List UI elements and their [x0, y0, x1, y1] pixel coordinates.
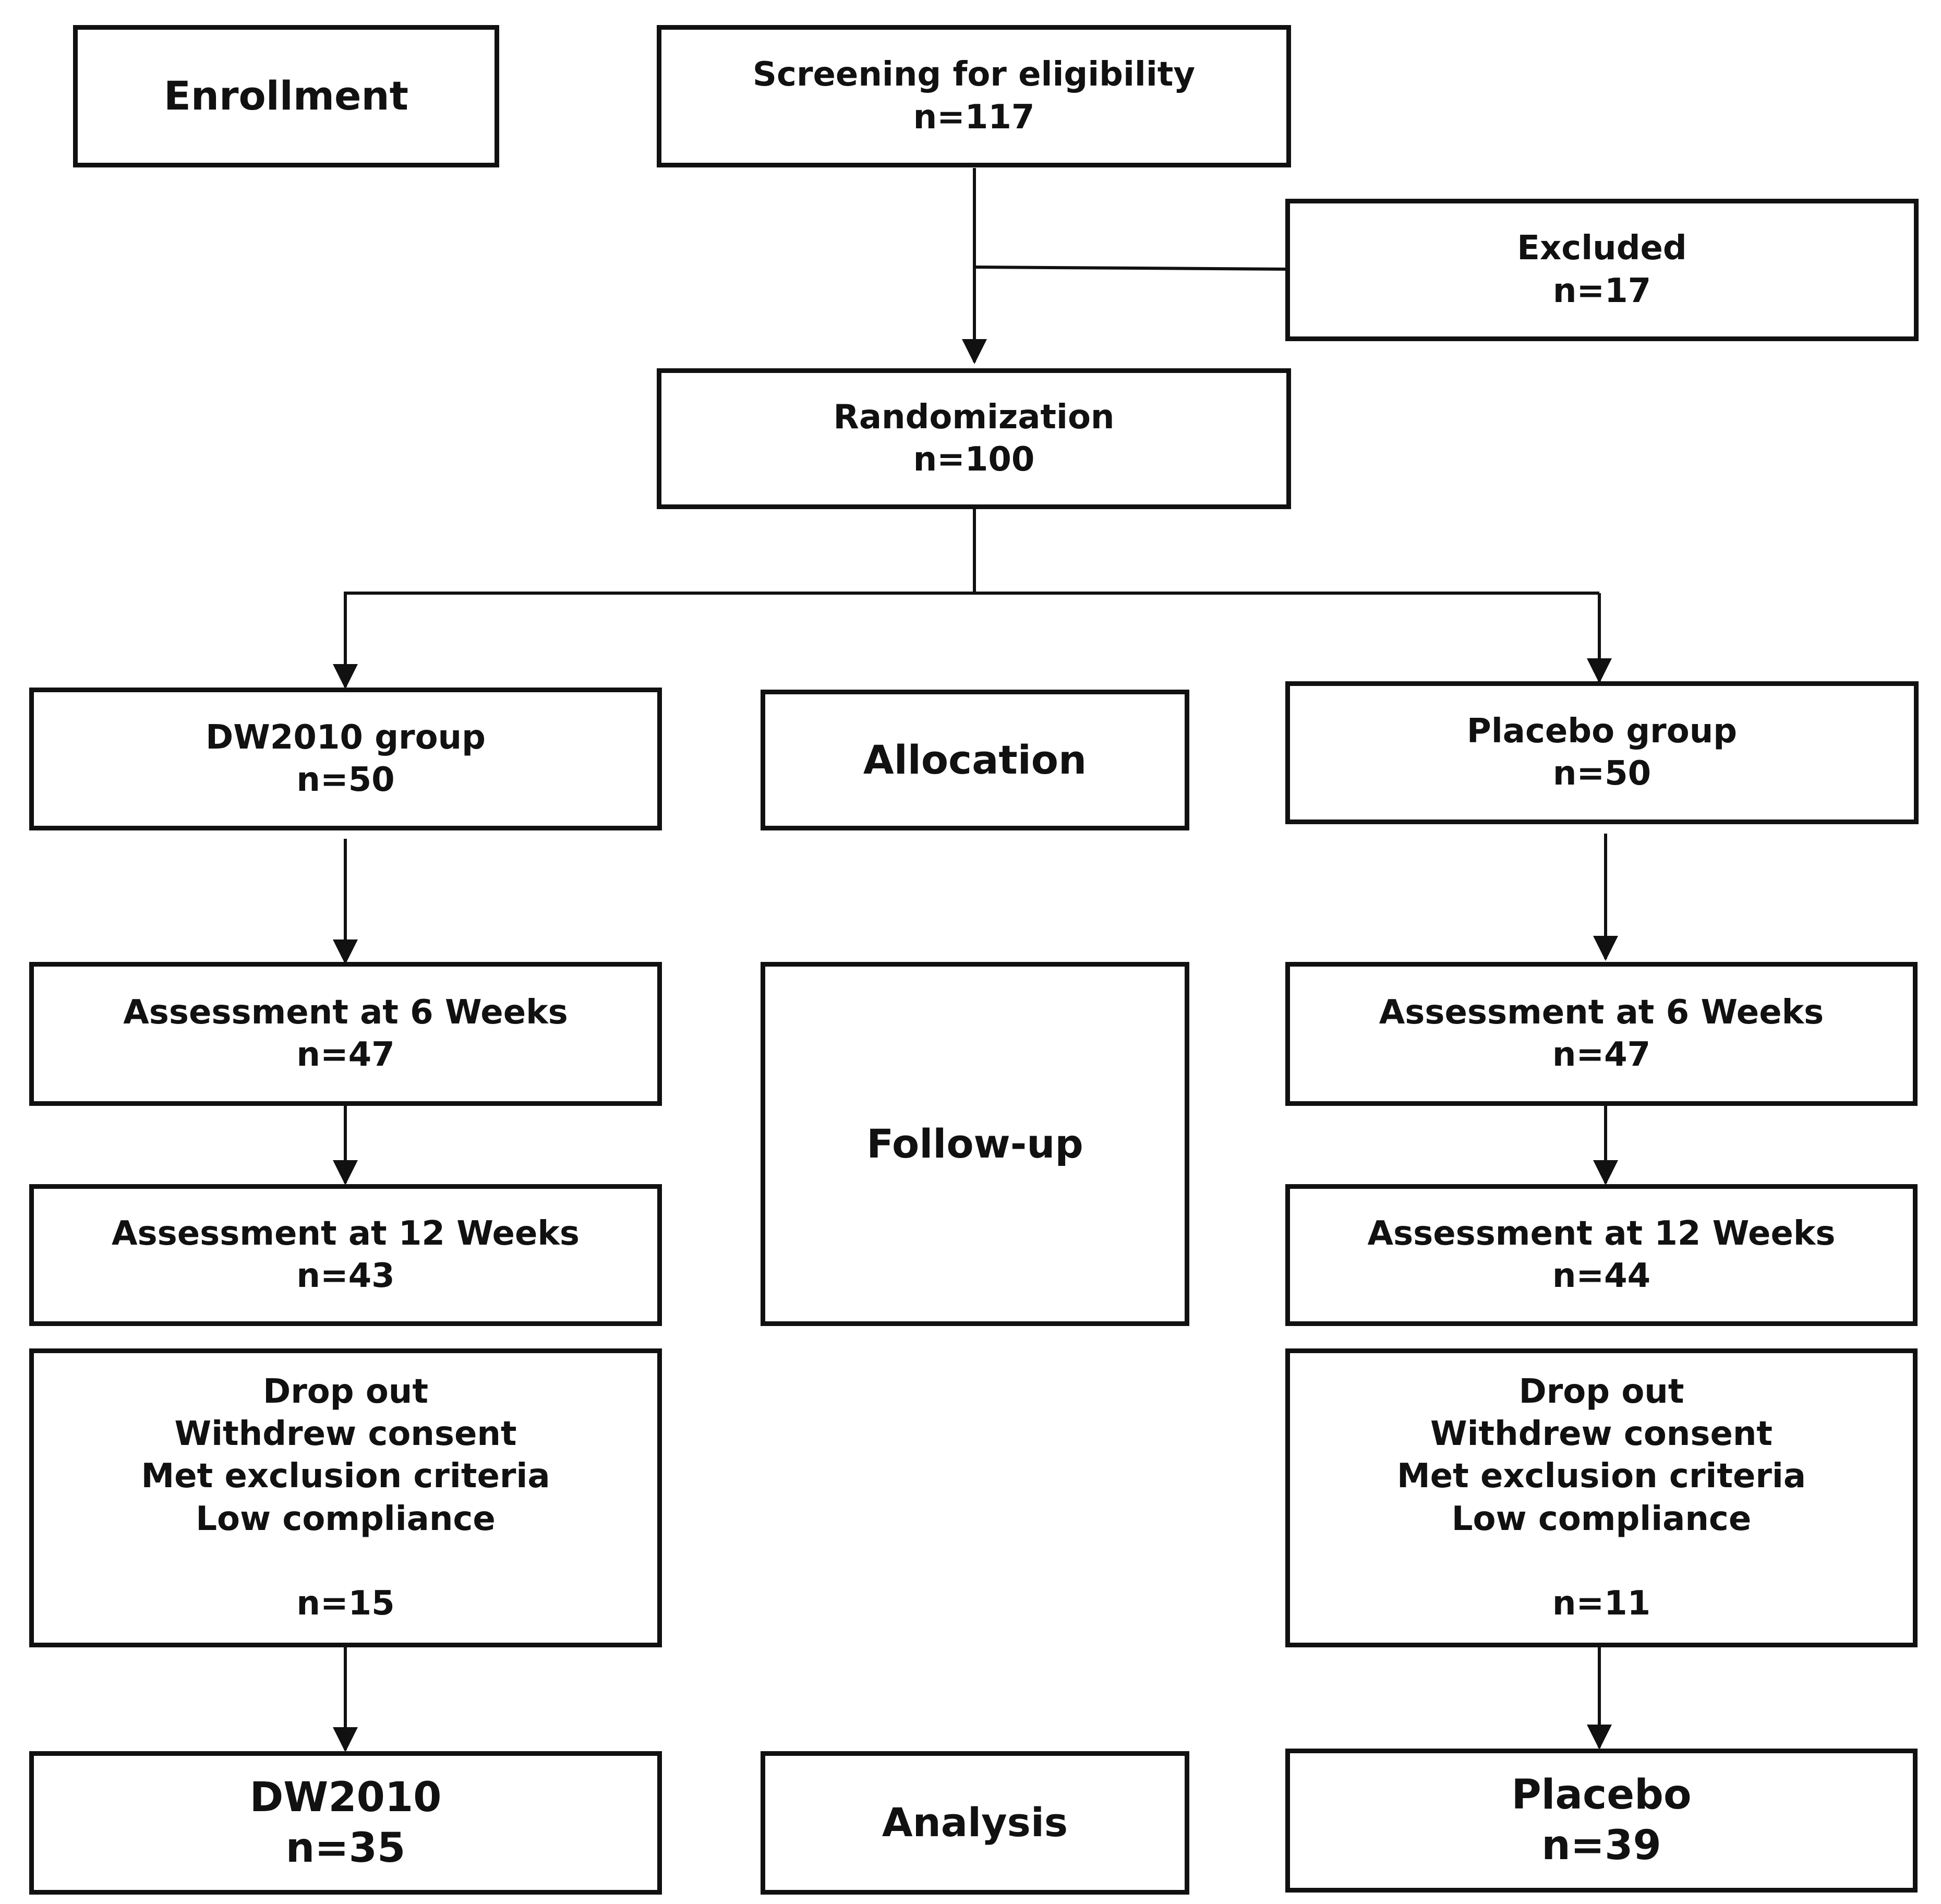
randomization-count: n=100 — [913, 440, 1035, 479]
dw2010-week12-count: n=43 — [296, 1257, 395, 1295]
screening-box: Screening for eligibility n=117 — [657, 25, 1291, 167]
dw2010-week12-title: Assessment at 12 Weeks — [111, 1214, 580, 1253]
stage-enrollment-label: Enrollment — [164, 73, 408, 119]
dw2010-week6-title: Assessment at 6 Weeks — [123, 993, 568, 1032]
screening-title: Screening for eligibility — [752, 55, 1196, 94]
placebo-group-box: Placebo group n=50 — [1285, 681, 1919, 824]
placebo-dropout-title: Drop out — [1518, 1372, 1684, 1411]
stage-allocation-label: Allocation — [863, 736, 1087, 783]
stage-follow-up-label: Follow-up — [866, 1120, 1083, 1167]
dw2010-group-title: DW2010 group — [206, 718, 486, 757]
excluded-box: Excluded n=17 — [1285, 199, 1919, 341]
randomization-title: Randomization — [833, 397, 1115, 437]
placebo-week6-count: n=47 — [1552, 1035, 1651, 1074]
dw2010-dropout-reason: Met exclusion criteria — [141, 1457, 550, 1496]
dw2010-dropout-count: n=15 — [296, 1584, 395, 1623]
excluded-title: Excluded — [1517, 229, 1687, 268]
dw2010-group-count: n=50 — [296, 761, 395, 799]
placebo-analysis-count: n=39 — [1541, 1822, 1661, 1869]
dw2010-week6-box: Assessment at 6 Weeks n=47 — [29, 962, 662, 1106]
placebo-dropout-reason: Withdrew consent — [1430, 1415, 1773, 1454]
placebo-week12-title: Assessment at 12 Weeks — [1367, 1214, 1836, 1253]
placebo-group-count: n=50 — [1552, 754, 1651, 793]
dw2010-group-box: DW2010 group n=50 — [29, 688, 662, 830]
screening-count: n=117 — [913, 98, 1035, 137]
placebo-dropout-reason: Low compliance — [1451, 1499, 1752, 1538]
placebo-week12-box: Assessment at 12 Weeks n=44 — [1285, 1184, 1918, 1326]
dw2010-dropout-box: Drop out Withdrew consent Met exclusion … — [29, 1348, 662, 1647]
placebo-analysis-title: Placebo — [1511, 1772, 1692, 1819]
placebo-week6-title: Assessment at 6 Weeks — [1379, 993, 1824, 1032]
randomization-box: Randomization n=100 — [657, 368, 1291, 509]
stage-enrollment: Enrollment — [73, 25, 499, 167]
connector-excluded — [974, 266, 1290, 271]
excluded-count: n=17 — [1552, 271, 1651, 310]
placebo-analysis-box: Placebo n=39 — [1285, 1749, 1918, 1893]
placebo-dropout-box: Drop out Withdrew consent Met exclusion … — [1285, 1348, 1918, 1647]
stage-analysis-label: Analysis — [882, 1799, 1068, 1846]
placebo-dropout-reason: Met exclusion criteria — [1396, 1457, 1806, 1496]
dw2010-week12-box: Assessment at 12 Weeks n=43 — [29, 1184, 662, 1326]
dw2010-dropout-title: Drop out — [263, 1372, 428, 1411]
dw2010-analysis-box: DW2010 n=35 — [29, 1751, 662, 1895]
dw2010-analysis-title: DW2010 — [249, 1774, 442, 1821]
dw2010-week6-count: n=47 — [296, 1035, 395, 1074]
dw2010-analysis-count: n=35 — [285, 1824, 406, 1872]
stage-follow-up: Follow-up — [761, 962, 1189, 1326]
stage-analysis: Analysis — [761, 1751, 1189, 1895]
placebo-week6-box: Assessment at 6 Weeks n=47 — [1285, 962, 1918, 1106]
placebo-week12-count: n=44 — [1552, 1257, 1651, 1295]
dw2010-dropout-reason: Low compliance — [196, 1499, 496, 1538]
dw2010-dropout-reason: Withdrew consent — [174, 1415, 517, 1454]
placebo-dropout-count: n=11 — [1552, 1584, 1651, 1623]
stage-allocation: Allocation — [761, 690, 1189, 830]
placebo-group-title: Placebo group — [1466, 712, 1738, 751]
